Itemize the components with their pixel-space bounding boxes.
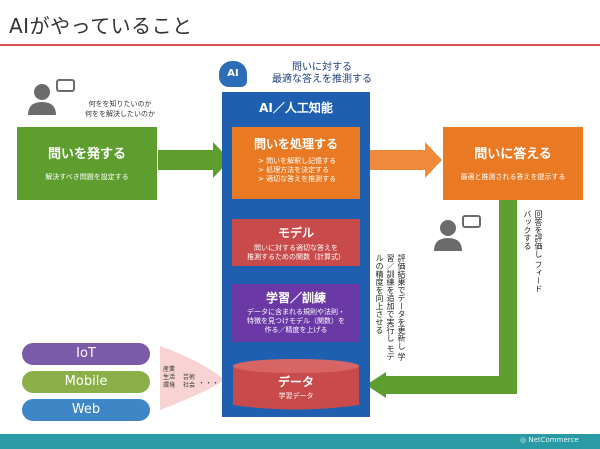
learn-box-sub: データに含まれる規則や法則・ 特徴を見つけモデル（関数）を 作る／精度を上げる xyxy=(232,308,360,335)
title-divider xyxy=(0,44,600,46)
arrow-ask-to-process xyxy=(158,142,230,178)
footer-logo-text: NetCommerce xyxy=(528,436,579,444)
data-cylinder xyxy=(233,359,359,410)
data-box-sub: 学習データ xyxy=(278,392,314,400)
person-icon-right xyxy=(434,215,481,251)
source-labels-a: 産業 生活 環境 xyxy=(163,366,175,390)
answer-box: 問いに答える 最適と推測される答えを提示する xyxy=(443,127,583,200)
data-cylinder-top xyxy=(233,359,359,373)
learn-sub-line-2: 特徴を見つけモデル（関数）を xyxy=(247,317,345,325)
source-web: Web xyxy=(22,399,150,421)
ai-panel-title: AI／人工知能 xyxy=(259,101,333,115)
answer-box-title: 問いに答える xyxy=(474,147,552,162)
process-item-2-text: 処理方法を決定する xyxy=(266,166,330,174)
source-dots: ・・・ xyxy=(198,379,219,387)
process-item-1: > 問いを解釈し記憶する xyxy=(258,157,337,165)
source-label-art: 芸術 xyxy=(183,374,196,381)
update-caption: 評価結果でデータを更新し 学習／訓練を追加で実行し モデルの精度を向上させる xyxy=(374,254,407,364)
arrow-feedback-head xyxy=(366,372,386,398)
ai-caption-line-1: 問いに対する xyxy=(292,62,352,73)
learn-sub-line-1: データに含まれる規則や法則・ xyxy=(247,308,345,316)
feedback-path xyxy=(382,198,517,394)
model-sub-line-2: 推測するための関数（計算式） xyxy=(247,253,345,261)
answer-box-sub: 最適と推測される答えを提示する xyxy=(460,173,566,181)
process-box-title: 問いを処理する xyxy=(253,137,338,151)
ai-head-icon: AI xyxy=(219,61,247,87)
learn-box-title: 学習／訓練 xyxy=(265,291,326,305)
process-item-3: > 適切な答えを推測する xyxy=(258,175,337,183)
feedback-caption-line-1: 回答を評価し xyxy=(534,210,543,258)
left-caption-line-1: 何をを知りたいのか xyxy=(88,100,152,108)
feedback-caption: 回答を評価し フィードバックする xyxy=(522,210,544,300)
learn-sub-line-3: 作る／精度を上げる xyxy=(264,326,328,334)
source-label-environment: 環境 xyxy=(163,382,176,389)
source-label-society: 社会 xyxy=(183,382,196,389)
process-box: 問いを処理する > 問いを解釈し記憶する > 処理方法を決定する > 適切な答え… xyxy=(232,127,360,199)
update-caption-line-3: モデルの精度を向上させる xyxy=(375,254,395,361)
process-item-3-text: 適切な答えを推測する xyxy=(266,175,337,183)
model-box: モデル 問いに対する適切な答えを 推測するための関数（計算式） xyxy=(232,219,360,266)
left-caption: 何をを知りたいのか 何をを解決したいのか xyxy=(70,99,170,119)
footer-logo-icon: ◎ xyxy=(520,436,529,444)
arrow-process-to-answer xyxy=(368,142,442,178)
source-label-life: 生活 xyxy=(163,374,176,381)
source-iot: IoT xyxy=(22,343,150,365)
footer-logo: ◎ NetCommerce xyxy=(520,436,579,444)
ai-badge-label: AI xyxy=(227,68,239,79)
ai-caption-line-2: 最適な答えを推測する xyxy=(272,74,372,85)
ask-box-sub: 解決すべき問題を設定する xyxy=(45,173,129,181)
update-caption-line-2: 学習／訓練を追加で実行し xyxy=(386,254,406,361)
model-box-title: モデル xyxy=(277,226,314,240)
left-caption-line-2: 何をを解決したいのか xyxy=(85,110,155,118)
source-label-industry: 産業 xyxy=(163,366,176,373)
source-wedge xyxy=(160,346,225,410)
learn-box: 学習／訓練 データに含まれる規則や法則・ 特徴を見つけモデル（関数）を 作る／精… xyxy=(232,284,360,342)
ask-box-title: 問いを発する xyxy=(47,147,126,162)
process-item-1-text: 問いを解釈し記憶する xyxy=(266,157,337,165)
ask-box: 問いを発する 解決すべき問題を設定する xyxy=(17,127,157,200)
source-mobile: Mobile xyxy=(22,371,150,393)
model-box-sub: 問いに対する適切な答えを 推測するための関数（計算式） xyxy=(232,244,360,262)
ai-caption: 問いに対する 最適な答えを推測する xyxy=(252,62,392,86)
page-title: AIがやっていること xyxy=(9,14,193,38)
source-labels-b: 芸術 社会 xyxy=(183,374,195,390)
data-cylinder-body xyxy=(233,366,359,410)
footer-bar xyxy=(0,434,600,449)
data-box-title: データ xyxy=(277,375,314,389)
model-sub-line-1: 問いに対する適切な答えを xyxy=(254,244,338,252)
feedback-caption-line-2: フィードバックする xyxy=(523,210,543,293)
process-box-items: > 問いを解釈し記憶する > 処理方法を決定する > 適切な答えを推測する xyxy=(258,157,360,184)
update-caption-line-1: 評価結果でデータを更新し xyxy=(397,254,406,350)
person-icon-left xyxy=(28,79,75,115)
process-item-2: > 処理方法を決定する xyxy=(258,166,330,174)
